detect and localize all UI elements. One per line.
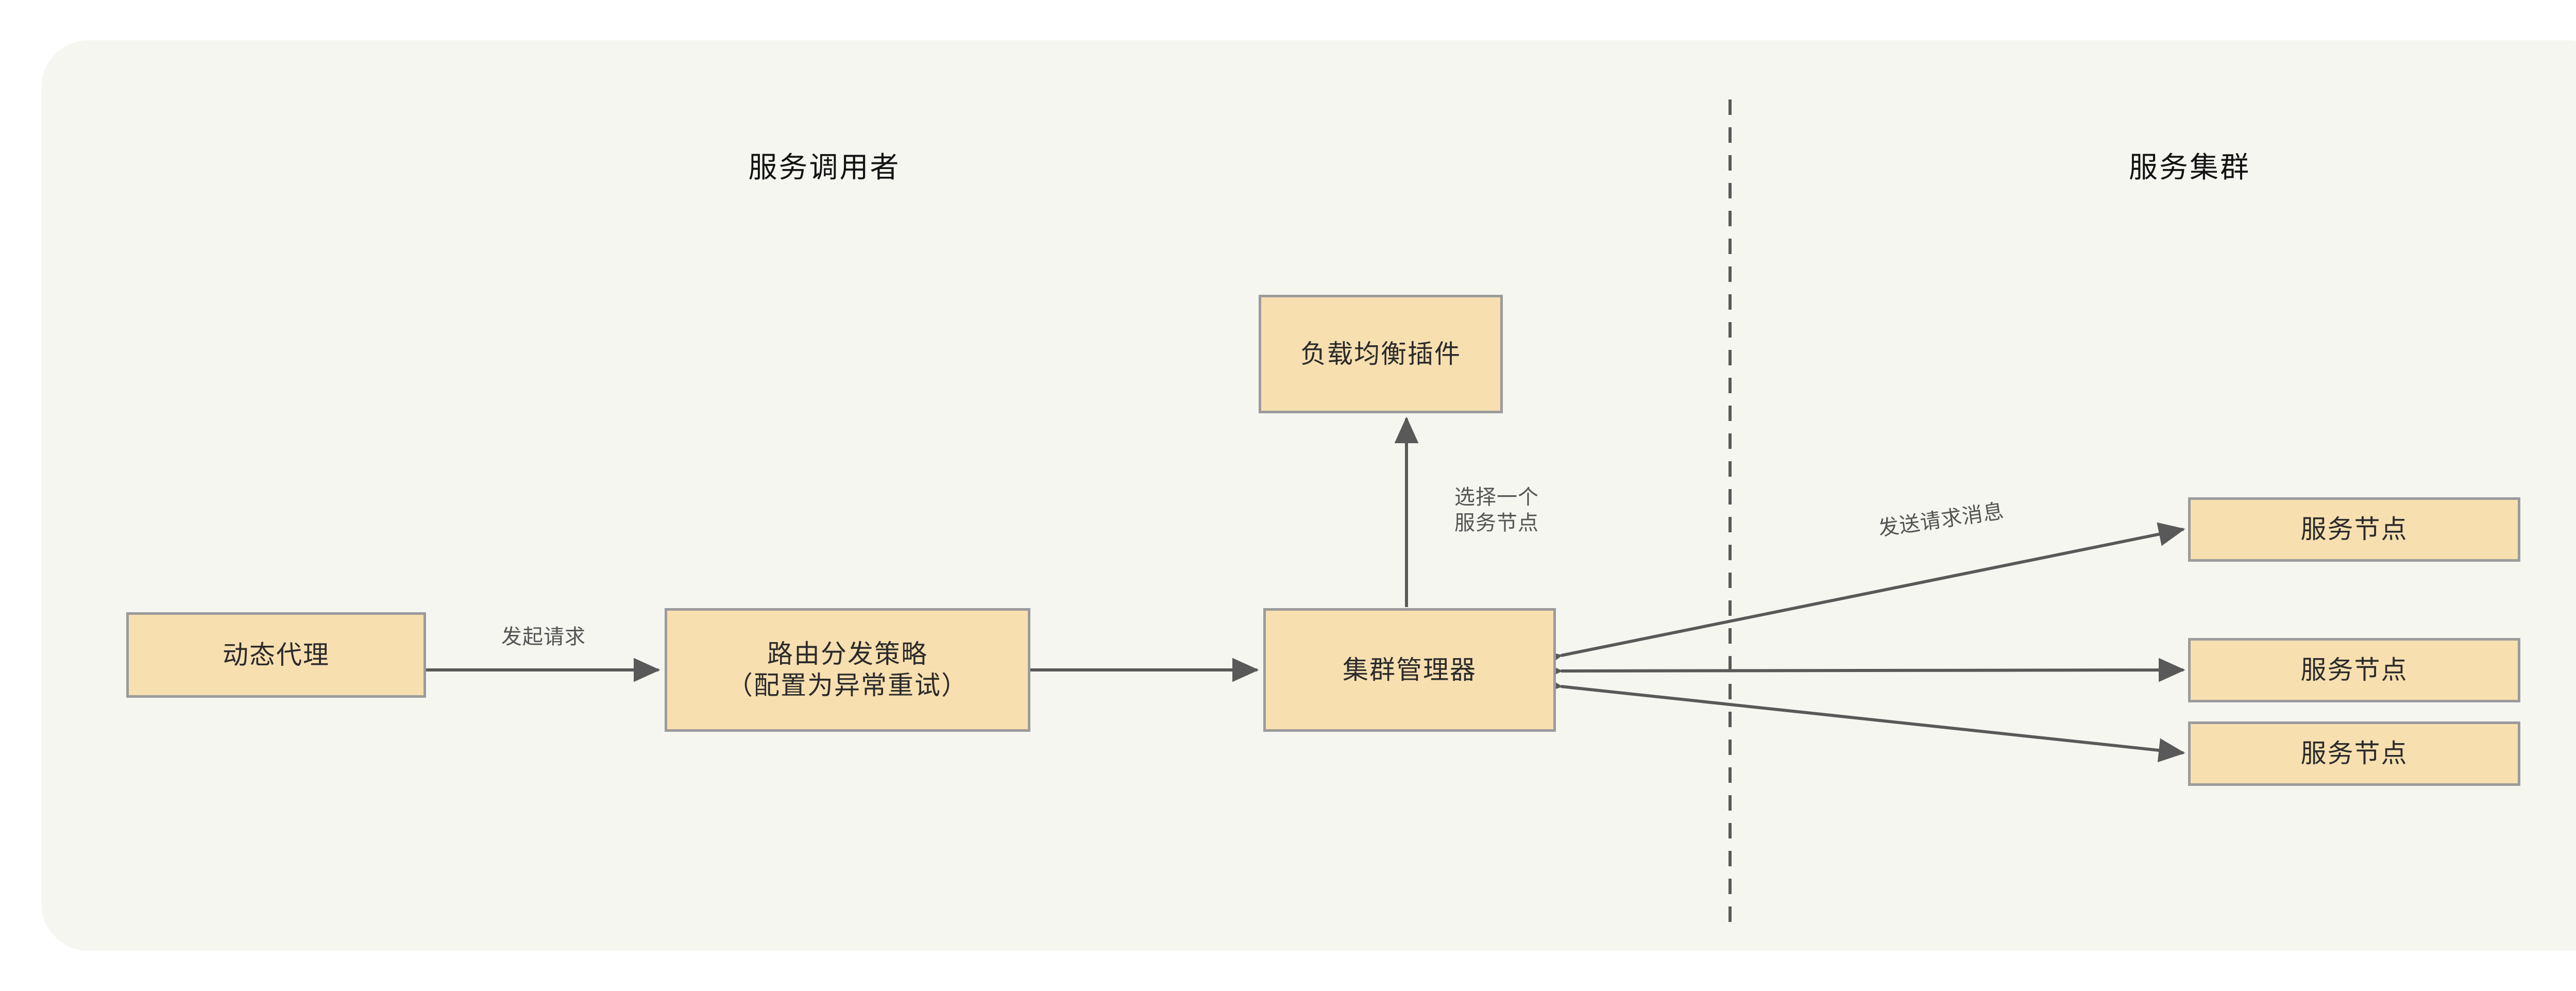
node-route-policy[interactable]: 路由分发策略 （配置为异常重试） bbox=[665, 608, 1030, 732]
zone-title-cluster: 服务集群 bbox=[2129, 151, 2250, 183]
node-service-node-3-label: 服务节点 bbox=[2300, 739, 2408, 768]
node-service-node-1-label: 服务节点 bbox=[2300, 515, 2408, 544]
node-load-balancer[interactable]: 负载均衡插件 bbox=[1259, 295, 1503, 413]
edge-label-cluster-to-loadbalancer: 选择一个 服务节点 bbox=[1419, 484, 1574, 536]
edge-label-cluster-to-loadbalancer-line2: 服务节点 bbox=[1454, 512, 1539, 534]
node-load-balancer-label: 负载均衡插件 bbox=[1300, 339, 1461, 368]
zone-title-caller: 服务调用者 bbox=[748, 151, 901, 183]
node-cluster-manager[interactable]: 集群管理器 bbox=[1263, 608, 1556, 732]
edge-label-proxy-to-route: 发起请求 bbox=[501, 626, 586, 648]
node-service-node-1[interactable]: 服务节点 bbox=[2188, 497, 2520, 562]
node-service-node-3[interactable]: 服务节点 bbox=[2188, 721, 2520, 786]
node-cluster-manager-label: 集群管理器 bbox=[1343, 655, 1477, 684]
node-dynamic-proxy[interactable]: 动态代理 bbox=[126, 612, 426, 698]
node-service-node-2-label: 服务节点 bbox=[2300, 656, 2408, 684]
diagram-panel bbox=[41, 40, 2576, 951]
edge-label-cluster-to-loadbalancer-line1: 选择一个 bbox=[1454, 486, 1539, 509]
node-service-node-2[interactable]: 服务节点 bbox=[2188, 638, 2520, 702]
node-route-policy-label-line1: 路由分发策略 bbox=[767, 640, 928, 668]
node-route-policy-label-line2: （配置为异常重试） bbox=[727, 671, 968, 700]
node-dynamic-proxy-label: 动态代理 bbox=[223, 640, 330, 669]
